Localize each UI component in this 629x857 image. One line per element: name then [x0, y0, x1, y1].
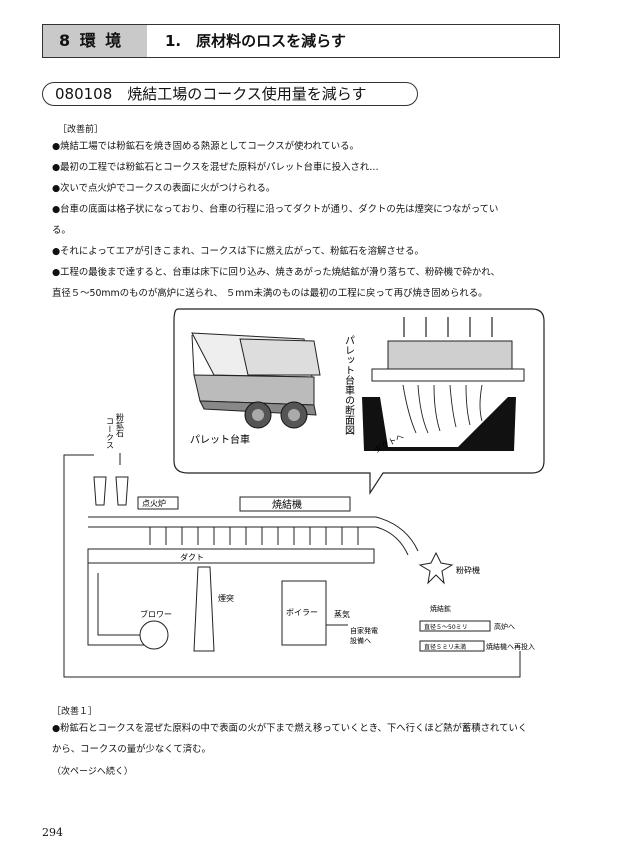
feed-hoppers	[93, 453, 129, 506]
blower-label: ブロワー	[140, 609, 172, 619]
chapter-title: 1. 原材料のロスを減らす	[165, 32, 346, 50]
duct-label: ダクト	[180, 552, 204, 562]
crusher	[418, 551, 454, 585]
bullet-line: ●台車の底面は格子状になっており、台車の行程に沿ってダクトが通り、ダクトの先は煙…	[52, 204, 499, 215]
bullet-line: る。	[52, 225, 71, 236]
section-label: 8 環 境	[43, 25, 147, 57]
page-number: 294	[42, 826, 63, 839]
chimney-label: 煙突	[218, 593, 234, 603]
bullet-line: ●焼結工場では粉鉱石を焼き固める熱源としてコークスが使われている。	[52, 141, 359, 152]
return-line	[63, 454, 521, 678]
after-line: ●粉鉱石とコークスを混ぜた原料の中で表面の火が下まで燃え移っていくとき、下へ行く…	[52, 723, 528, 734]
coke-feed-label: コークス	[106, 417, 115, 449]
sinter-machine-label: 焼結機	[272, 498, 302, 511]
output-small-arrow	[419, 640, 485, 652]
chimney	[193, 566, 215, 652]
after-line: から、コークスの量が少なくて済む。	[52, 744, 211, 755]
duct-arrows	[149, 527, 359, 545]
sinter-machine-box	[239, 496, 351, 512]
topic-title: 080108 焼結工場のコークス使用量を減らす	[42, 82, 418, 106]
boiler-label: ボイラー	[286, 608, 318, 617]
before-bullets: ●焼結工場では粉鉱石を焼き固める熱源としてコークスが使われている。 ●最初の工程…	[52, 136, 572, 304]
section-view-label: パレット台車の断面図	[343, 335, 355, 435]
crusher-label: 粉砕機	[456, 565, 480, 575]
pallet-car-label: パレット台車	[190, 433, 250, 446]
after-text: ●粉鉱石とコークスを混ぜた原料の中で表面の火が下まで燃え移っていくとき、下へ行く…	[52, 718, 572, 760]
sinter-ore-label: 焼結鉱	[430, 604, 451, 613]
bullet-line: 直径５～50mmのものが高炉に送られ、 ５mm未満のものは最初の工程に戻って再び…	[52, 288, 488, 299]
after-label: ［改善１］	[52, 707, 98, 717]
blower	[139, 620, 169, 650]
continued-note: （次ページへ続く）	[52, 767, 133, 777]
to-furnace-label: 高炉へ	[494, 622, 515, 631]
conveyor-line	[88, 516, 419, 556]
power-label-2: 設備へ	[350, 636, 371, 645]
boiler	[281, 580, 327, 646]
output-large-arrow	[419, 620, 491, 632]
pallet-car-illustration	[191, 332, 321, 429]
bullet-line: ●次いで点火炉でコークスの表面に火がつけられる。	[52, 183, 276, 194]
output-small-label: 直径５ミリ未満	[424, 643, 466, 651]
reinput-label: 焼結機へ再投入	[486, 642, 535, 651]
section-view	[362, 317, 525, 451]
power-label: 自家発電	[350, 626, 378, 635]
ore-feed-label: 粉鉱石	[116, 412, 125, 438]
ignition-furnace	[137, 496, 179, 510]
chapter-header: 8 環 境 1. 原材料のロスを減らす	[42, 24, 560, 58]
bullet-line: ●最初の工程では粉鉱石とコークスを混ぜた原料がパレット台車に投入され…	[52, 162, 379, 173]
bullet-line: ●それによってエアが引きこまれ、コークスは下に燃え広がって、粉鉱石を溶解させる。	[52, 246, 424, 257]
output-large-label: 直径５～50ミリ	[424, 623, 468, 631]
ignition-label: 点火炉	[142, 498, 166, 508]
sintering-process-diagram: パレット台車 パレット台車の断面図 ダクトへ コークス 粉鉱石 点火炉 焼結機	[63, 308, 545, 678]
bullet-line: ●工程の最後まで達すると、台車は床下に回り込み、焼きあがった焼結鉱が滑り落ちて、…	[52, 267, 501, 278]
steam-label: 蒸気	[334, 609, 350, 619]
duct	[87, 548, 375, 646]
before-label: ［改善前］	[58, 125, 104, 135]
